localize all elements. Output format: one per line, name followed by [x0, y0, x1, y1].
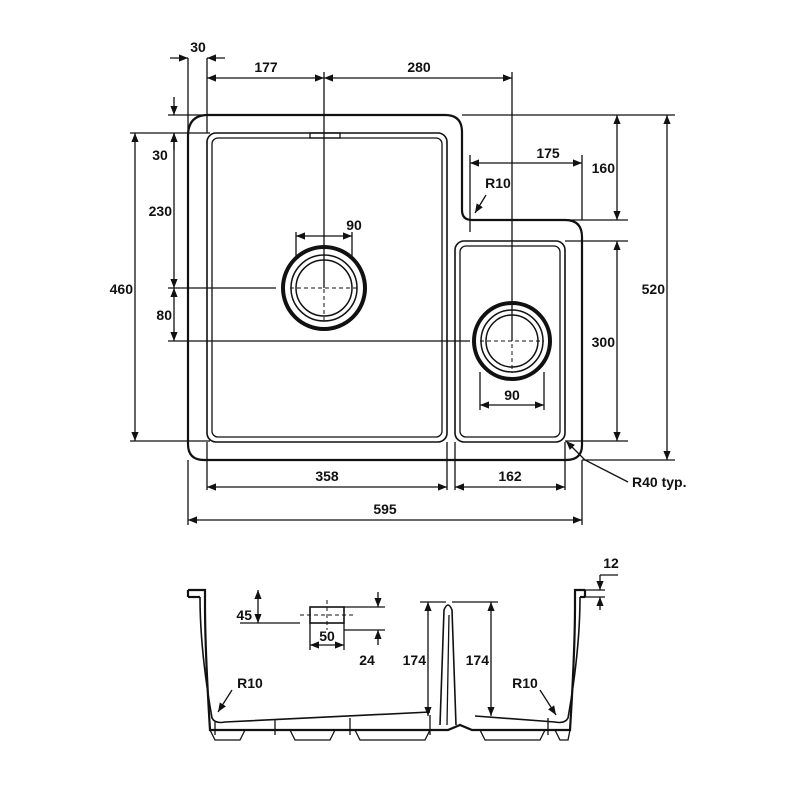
- dim-358: 358: [315, 468, 339, 484]
- section-dimension-lines: [217, 574, 618, 716]
- section-base-detail: [209, 715, 571, 741]
- section-left-inner-wall: [199, 596, 431, 724]
- dim-30-top: 30: [190, 39, 206, 55]
- section-center-divider: [439, 604, 457, 726]
- overflow-slot: [309, 132, 341, 139]
- dim-50: 50: [319, 628, 335, 644]
- dim-r10-section-right: R10: [512, 675, 538, 691]
- dim-24: 24: [359, 652, 375, 668]
- dim-520: 520: [642, 281, 666, 297]
- dim-280: 280: [407, 59, 431, 75]
- dim-45: 45: [236, 607, 252, 623]
- dim-r40-typ: R40 typ.: [632, 474, 686, 490]
- dim-12: 12: [603, 555, 619, 571]
- plan-view: 30 177 280 30 230 460 80 90 175 160 R10 …: [110, 39, 687, 525]
- dim-174-right: 174: [466, 652, 490, 668]
- dim-r10-section-left: R10: [237, 675, 263, 691]
- dim-174-left: 174: [403, 652, 427, 668]
- dim-80: 80: [156, 307, 172, 323]
- dim-162: 162: [498, 468, 522, 484]
- dim-r10-plan: R10: [485, 175, 511, 191]
- dim-595: 595: [373, 501, 397, 517]
- dim-460: 460: [110, 281, 134, 297]
- dim-300: 300: [592, 334, 616, 350]
- section-overflow: [300, 600, 355, 630]
- dim-90-large-waste: 90: [346, 217, 362, 233]
- dim-175: 175: [536, 145, 560, 161]
- section-right-inner-wall: [474, 596, 581, 724]
- dimension-lines: [131, 54, 671, 524]
- dim-230: 230: [149, 203, 173, 219]
- section-view: 12 45 50 24 174 174 R10 R10: [186, 555, 619, 741]
- dim-160: 160: [592, 160, 616, 176]
- section-dimension-labels: 12 45 50 24 174 174 R10 R10: [236, 555, 619, 691]
- dim-30-left: 30: [152, 147, 168, 163]
- section-outer-profile: [188, 588, 585, 732]
- dim-90-small-waste: 90: [504, 387, 520, 403]
- plan-dimension-labels: 30 177 280 30 230 460 80 90 175 160 R10 …: [110, 39, 687, 517]
- dim-177: 177: [254, 59, 278, 75]
